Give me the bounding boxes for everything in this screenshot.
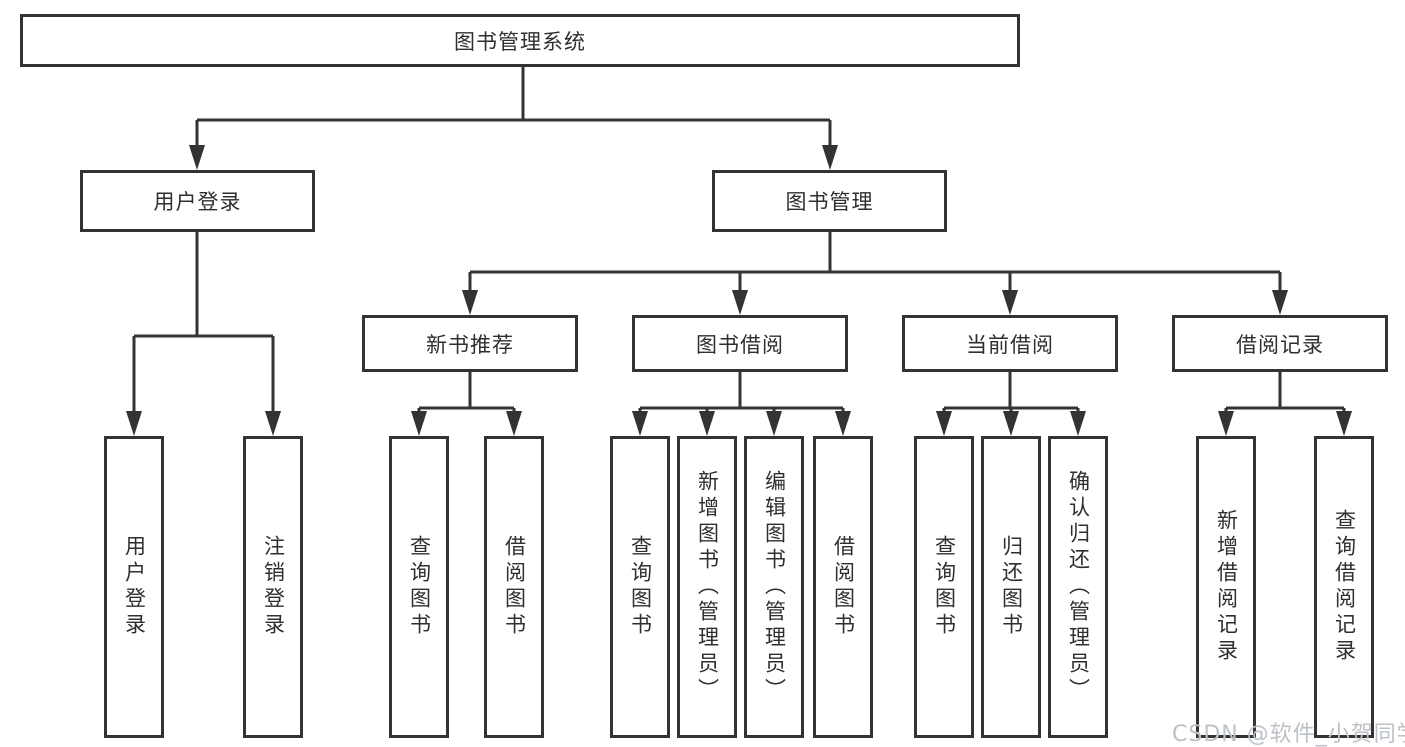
node-book-management-branch: 图书管理 — [712, 170, 947, 232]
leaf-user-login-label: 用户登录 — [122, 535, 147, 639]
node-book-management-label: 图书管理 — [785, 190, 874, 214]
leaf-borrow-books-label: 借阅图书 — [831, 535, 856, 639]
leaf-edit-books-admin-label: 编辑图书（管理员） — [762, 470, 787, 704]
node-user-login-branch: 用户登录 — [80, 170, 315, 232]
leaf-add-books-admin: 新增图书（管理员） — [677, 436, 737, 738]
node-book-borrow-label: 图书借阅 — [696, 332, 784, 357]
leaf-logout: 注销登录 — [243, 436, 303, 738]
leaf-return-books-label: 归还图书 — [999, 535, 1024, 639]
leaf-query-borrow-record: 查询借阅记录 — [1314, 436, 1374, 738]
leaf-query-books-current: 查询图书 — [914, 436, 974, 738]
node-borrow-records-label: 借阅记录 — [1236, 332, 1324, 357]
leaf-edit-books-admin: 编辑图书（管理员） — [744, 436, 804, 738]
leaf-borrow-books: 借阅图书 — [813, 436, 873, 738]
node-current-borrow-label: 当前借阅 — [966, 332, 1054, 357]
node-current-borrow: 当前借阅 — [902, 315, 1118, 372]
leaf-borrow-books-recommend-label: 借阅图书 — [502, 535, 527, 639]
leaf-query-books-borrow-label: 查询图书 — [628, 535, 653, 639]
leaf-add-books-admin-label: 新增图书（管理员） — [695, 470, 720, 704]
leaf-confirm-return-admin: 确认归还（管理员） — [1048, 436, 1108, 738]
node-root-system: 图书管理系统 — [20, 14, 1020, 67]
leaf-borrow-books-recommend: 借阅图书 — [484, 436, 544, 738]
leaf-query-books-recommend-label: 查询图书 — [407, 535, 432, 639]
leaf-logout-label: 注销登录 — [261, 535, 286, 639]
node-root-label: 图书管理系统 — [454, 29, 586, 54]
node-book-borrow: 图书借阅 — [632, 315, 848, 372]
leaf-user-login: 用户登录 — [104, 436, 164, 738]
leaf-query-books-borrow: 查询图书 — [610, 436, 670, 738]
csdn-watermark: CSDN @软件_小贺同学 — [1172, 722, 1405, 747]
arrowheads — [126, 145, 1352, 436]
node-user-login-label: 用户登录 — [153, 190, 242, 214]
leaf-confirm-return-admin-label: 确认归还（管理员） — [1066, 470, 1091, 704]
leaf-query-borrow-record-label: 查询借阅记录 — [1332, 509, 1357, 665]
node-new-book-recommend: 新书推荐 — [362, 315, 578, 372]
leaf-add-borrow-record-label: 新增借阅记录 — [1214, 509, 1239, 665]
leaf-add-borrow-record: 新增借阅记录 — [1196, 436, 1256, 738]
leaf-query-books-current-label: 查询图书 — [932, 535, 957, 639]
leaf-return-books: 归还图书 — [981, 436, 1041, 738]
node-borrow-records: 借阅记录 — [1172, 315, 1388, 372]
leaf-query-books-recommend: 查询图书 — [389, 436, 449, 738]
node-new-book-recommend-label: 新书推荐 — [426, 332, 514, 357]
